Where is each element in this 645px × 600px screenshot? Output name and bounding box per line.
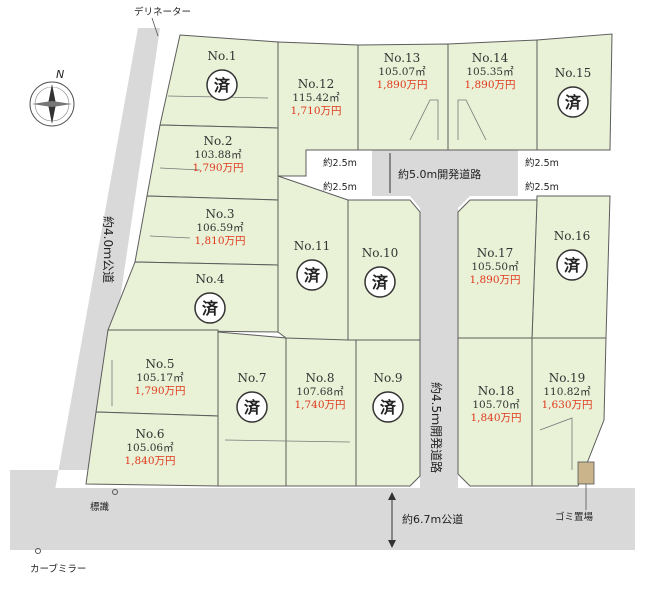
- lot-6-area: 105.06㎡: [126, 442, 174, 454]
- lot-6-price: 1,840万円: [124, 455, 175, 467]
- lot-18-area: 105.70㎡: [472, 399, 520, 411]
- south-public-road: [10, 488, 635, 550]
- lot-12-number: No.12: [298, 77, 335, 91]
- lot-4-sold-badge: [194, 292, 226, 324]
- lot-19-area: 110.82㎡: [543, 386, 591, 398]
- lot-5-price: 1,790万円: [134, 385, 185, 397]
- lot-12-price: 1,710万円: [290, 105, 341, 117]
- lot-3-area: 106.59㎡: [196, 222, 244, 234]
- lot-18-number: No.18: [478, 384, 515, 398]
- lot-1-number: No.1: [208, 49, 237, 63]
- trash-box: [577, 461, 595, 485]
- lot-2-area: 103.88㎡: [194, 149, 242, 161]
- lot-16-sold-mark: 済: [564, 256, 581, 275]
- curve-mirror-label: カーブミラー: [30, 563, 86, 575]
- lot-5-area: 105.17㎡: [136, 372, 184, 384]
- lot-15-number: No.15: [555, 66, 592, 80]
- west-road-label: 約4.0ｍ公道: [101, 216, 116, 283]
- dev-road-center-label: 約4.5ｍ開発道路: [429, 382, 444, 473]
- lot-4-number: No.4: [196, 272, 225, 286]
- trash-label: ゴミ置場: [555, 511, 594, 523]
- lot-8-area: 107.68㎡: [296, 386, 344, 398]
- lot-2-price: 1,790万円: [192, 162, 243, 174]
- lot-19[interactable]: [531, 337, 607, 487]
- lot-8-price: 1,740万円: [294, 399, 345, 411]
- lot-19-number: No.19: [549, 371, 586, 385]
- sign-label: 標識: [90, 501, 110, 513]
- lot-6-number: No.6: [136, 427, 165, 441]
- sign-marker: [112, 489, 118, 495]
- delineator-leader: [151, 17, 159, 37]
- lot-19-price: 1,630万円: [541, 399, 592, 411]
- lot-11[interactable]: [277, 175, 349, 341]
- lot-8[interactable]: [285, 337, 357, 487]
- lot-1-sold-mark: 済: [214, 76, 231, 95]
- lot-11-number: No.11: [294, 239, 331, 253]
- lot-1-sold-badge: [206, 69, 238, 101]
- lot-15-sold-mark: 済: [565, 93, 582, 112]
- lot-9-sold-mark: 済: [380, 398, 397, 417]
- lot-7-number: No.7: [238, 371, 267, 385]
- lot-12-area: 115.42㎡: [292, 92, 340, 104]
- setback-label-d: 約2.5m: [525, 181, 559, 193]
- lot-15-sold-badge: [557, 86, 589, 118]
- lot-17-area: 105.50㎡: [471, 261, 519, 273]
- lot-labels: No.1済No.2103.88㎡1,790万円No.3106.59㎡1,810万…: [124, 49, 592, 467]
- lot-16-number: No.16: [554, 229, 591, 243]
- west-public-road: [10, 28, 160, 490]
- lot-13-area: 105.07㎡: [378, 66, 426, 78]
- delineator-label: デリネーター: [134, 6, 191, 18]
- lot-5-number: No.5: [146, 357, 175, 371]
- lot-4[interactable]: [107, 261, 279, 333]
- south-road-label: 約6.7m公道: [402, 512, 463, 526]
- compass-icon: [29, 81, 75, 127]
- lot-10-sold-mark: 済: [372, 273, 389, 292]
- lot-18[interactable]: [457, 337, 533, 487]
- lot-10-number: No.10: [362, 246, 399, 260]
- arrow-up-icon: [388, 492, 396, 500]
- lot-7-sold-mark: 済: [244, 398, 261, 417]
- lot-17-number: No.17: [477, 246, 514, 260]
- lot-13-price: 1,890万円: [376, 79, 427, 91]
- curve-mirror-marker: [35, 548, 41, 554]
- dev-road-north-label: 約5.0m開発道路: [398, 167, 481, 181]
- lot-7-sold-badge: [236, 391, 268, 423]
- lot-16-sold-badge: [556, 249, 588, 281]
- lot-2-number: No.2: [204, 134, 233, 148]
- lot-17-price: 1,890万円: [469, 274, 520, 286]
- setback-label-c: 約2.5m: [525, 157, 559, 169]
- lot-10-sold-badge: [364, 266, 396, 298]
- lot-13-number: No.13: [384, 51, 421, 65]
- lot-9-sold-badge: [372, 391, 404, 423]
- dev-road-center: [372, 150, 518, 490]
- arrow-down-icon: [388, 540, 396, 548]
- lot-3-number: No.3: [206, 207, 235, 221]
- setback-label-a: 約2.5m: [323, 157, 357, 169]
- lot-4-sold-mark: 済: [202, 299, 219, 318]
- lot-3-price: 1,810万円: [194, 235, 245, 247]
- lot-9-number: No.9: [374, 371, 403, 385]
- north-label: N: [56, 68, 64, 81]
- lot-14-price: 1,890万円: [464, 79, 515, 91]
- lot-11-sold-mark: 済: [304, 266, 321, 285]
- lot-11-sold-badge: [296, 259, 328, 291]
- lot-14-number: No.14: [472, 51, 509, 65]
- lot-18-price: 1,840万円: [470, 412, 521, 424]
- setback-label-b: 約2.5m: [323, 181, 357, 193]
- lot-8-number: No.8: [306, 371, 335, 385]
- lot-14-area: 105.35㎡: [466, 66, 514, 78]
